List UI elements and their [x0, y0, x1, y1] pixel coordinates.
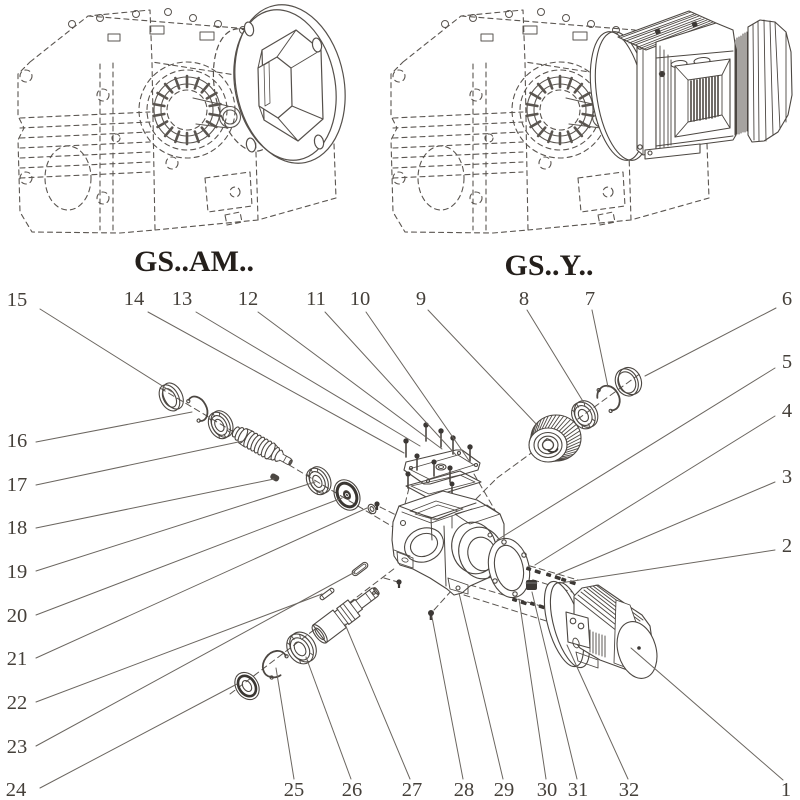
- svg-text:15: 15: [7, 289, 28, 311]
- svg-text:14: 14: [124, 288, 145, 310]
- svg-text:8: 8: [519, 288, 529, 310]
- svg-text:11: 11: [306, 288, 326, 310]
- svg-text:24: 24: [6, 779, 27, 800]
- svg-text:21: 21: [7, 648, 28, 670]
- svg-text:16: 16: [7, 430, 28, 452]
- svg-text:6: 6: [782, 288, 792, 310]
- svg-text:2: 2: [782, 535, 792, 557]
- svg-text:GS..Y..: GS..Y..: [505, 249, 594, 282]
- svg-text:7: 7: [585, 288, 595, 310]
- svg-text:19: 19: [7, 561, 28, 583]
- svg-text:17: 17: [7, 474, 28, 496]
- svg-text:28: 28: [454, 779, 475, 800]
- svg-text:22: 22: [7, 692, 28, 714]
- svg-text:26: 26: [342, 779, 363, 800]
- svg-text:20: 20: [7, 605, 28, 627]
- svg-text:25: 25: [284, 779, 305, 800]
- svg-text:9: 9: [416, 288, 426, 310]
- svg-text:32: 32: [619, 779, 640, 800]
- svg-text:1: 1: [781, 779, 791, 800]
- svg-text:30: 30: [537, 779, 558, 800]
- svg-text:3: 3: [782, 466, 792, 488]
- svg-text:27: 27: [402, 779, 423, 800]
- svg-text:GS..AM..: GS..AM..: [134, 245, 254, 278]
- svg-text:4: 4: [782, 400, 792, 422]
- svg-text:10: 10: [350, 288, 371, 310]
- svg-text:29: 29: [494, 779, 515, 800]
- svg-text:23: 23: [7, 736, 28, 758]
- svg-text:18: 18: [7, 517, 28, 539]
- svg-text:5: 5: [782, 351, 792, 373]
- svg-text:31: 31: [568, 779, 589, 800]
- svg-text:12: 12: [238, 288, 259, 310]
- svg-text:13: 13: [172, 288, 193, 310]
